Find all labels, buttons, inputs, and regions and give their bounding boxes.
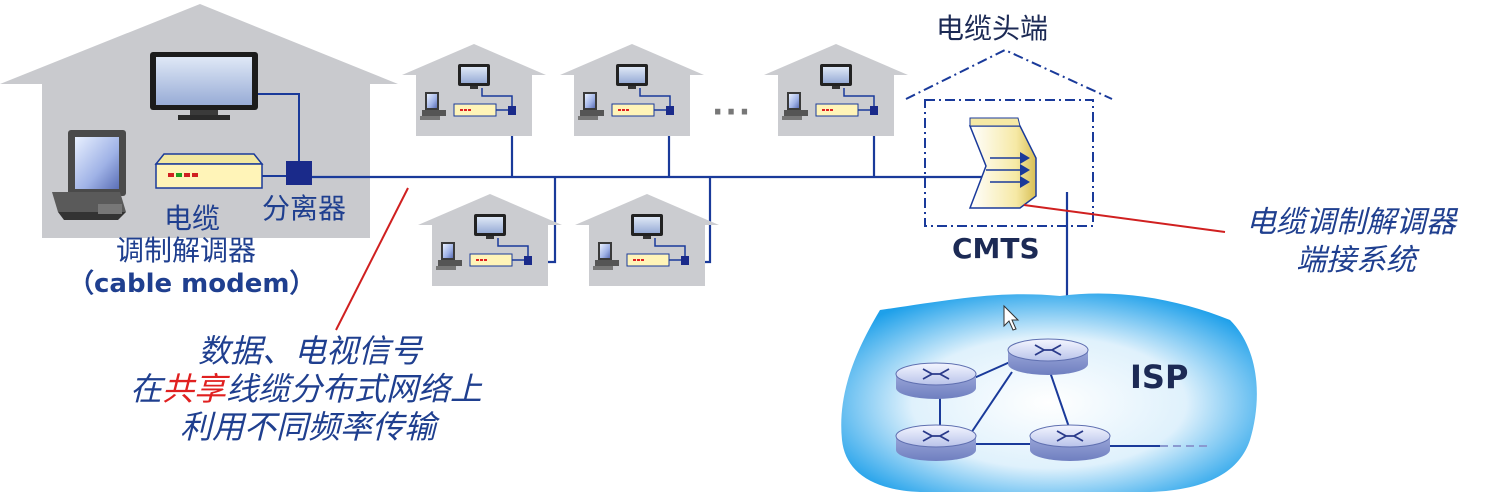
note-line2-highlight: 共享 (162, 370, 230, 408)
note-line2: 在共享线缆分布式网络上 (130, 370, 483, 408)
router-icon (895, 424, 977, 462)
neighbor-house (559, 43, 705, 137)
cmts-desc-line2: 端接系统 (1296, 243, 1420, 278)
cable-modem-label-line3: （cable modem） (68, 269, 315, 299)
cmts-pointer (1023, 204, 1226, 233)
cable-modem-label-line1: 电缆 (164, 202, 220, 235)
cable-pointer (335, 187, 409, 331)
splitter-label: 分离器 (262, 192, 346, 225)
isp-label: ISP (1130, 358, 1188, 396)
isp-links (939, 361, 1160, 447)
neighbor-house (401, 43, 547, 137)
neighbor-house (574, 193, 720, 287)
cable-modem-icon (154, 153, 264, 189)
more-houses-ellipsis: ··· (712, 95, 752, 130)
cmts-label: CMTS (952, 232, 1040, 265)
headend-label: 电缆头端 (936, 12, 1048, 45)
cmts-device-icon (968, 117, 1037, 209)
neighbor-house (763, 43, 909, 137)
cable-modem-label-line2: 调制解调器 (116, 234, 256, 267)
cmts-desc-line1: 电缆调制解调器 (1246, 205, 1459, 240)
mouse-cursor-icon (1003, 304, 1020, 331)
note-line3: 利用不同频率传输 (180, 408, 440, 446)
neighbor-house (417, 193, 563, 287)
splitter-icon (286, 161, 312, 185)
router-icon (1007, 338, 1089, 376)
router-icon (895, 362, 977, 400)
note-line2-suffix: 线缆分布式网络上 (226, 370, 483, 408)
desktop-computer-icon (52, 130, 126, 220)
note-line2-prefix: 在 (130, 370, 166, 408)
headend-outline (905, 48, 1113, 227)
tv-wire (258, 93, 300, 161)
tv-icon (150, 52, 258, 120)
router-icon (1029, 424, 1111, 462)
note-line1: 数据、电视信号 (198, 332, 424, 370)
